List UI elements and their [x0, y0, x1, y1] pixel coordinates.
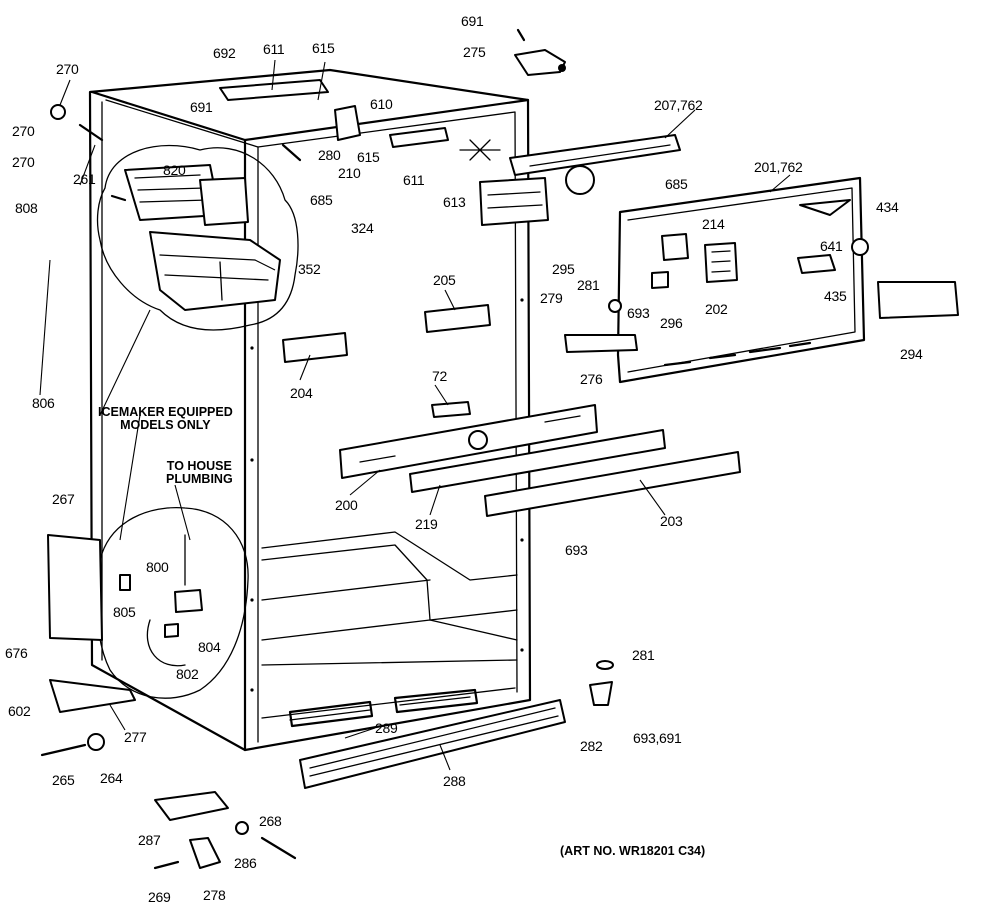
part-label-693-b: 693	[565, 542, 588, 558]
part-label-615-b: 615	[357, 149, 380, 165]
part-label-268: 268	[259, 813, 282, 829]
part-label-324: 324	[351, 220, 374, 236]
part-label-264: 264	[100, 770, 123, 786]
part-label-800: 800	[146, 559, 169, 575]
part-label-270: 270	[56, 61, 79, 77]
part-label-804: 804	[198, 639, 221, 655]
part-label-281: 281	[577, 277, 600, 293]
part-label-691-b: 691	[190, 99, 213, 115]
part-label-352: 352	[298, 261, 321, 277]
part-label-693-691: 693,691	[633, 730, 682, 746]
part-label-72: 72	[432, 368, 447, 384]
part-label-269: 269	[148, 889, 171, 905]
part-label-270-b: 270	[12, 123, 35, 139]
part-label-281-b: 281	[632, 647, 655, 663]
part-label-278: 278	[203, 887, 226, 903]
part-label-286: 286	[234, 855, 257, 871]
part-label-265: 265	[52, 772, 75, 788]
part-label-685-b: 685	[665, 176, 688, 192]
part-label-282: 282	[580, 738, 603, 754]
part-label-275: 275	[463, 44, 486, 60]
grille	[299, 699, 566, 789]
part-label-806: 806	[32, 395, 55, 411]
part-label-685: 685	[310, 192, 333, 208]
part-label-205: 205	[433, 272, 456, 288]
part-label-288: 288	[443, 773, 466, 789]
part-label-435: 435	[824, 288, 847, 304]
part-label-289: 289	[375, 720, 398, 736]
part-label-270-c: 270	[12, 154, 35, 170]
part-label-691: 691	[461, 13, 484, 29]
part-label-611-b: 611	[403, 172, 425, 188]
part-label-820: 820	[163, 162, 186, 178]
part-label-201-762: 201,762	[754, 159, 803, 175]
part-label-280: 280	[318, 147, 341, 163]
top-assemblies	[50, 28, 681, 226]
part-label-613: 613	[443, 194, 466, 210]
part-label-287: 287	[138, 832, 161, 848]
icemaker-note: ICEMAKER EQUIPPED MODELS ONLY	[98, 405, 233, 433]
part-label-207-762: 207,762	[654, 97, 703, 113]
part-label-200: 200	[335, 497, 358, 513]
part-label-434: 434	[876, 199, 899, 215]
part-label-611: 611	[263, 41, 285, 57]
part-label-210: 210	[338, 165, 361, 181]
part-label-276: 276	[580, 371, 603, 387]
part-label-802: 802	[176, 666, 199, 682]
part-label-277: 277	[124, 729, 147, 745]
part-label-261: 261	[73, 171, 96, 187]
part-label-692: 692	[213, 45, 236, 61]
part-label-295: 295	[552, 261, 575, 277]
part-label-805: 805	[113, 604, 136, 620]
part-label-204: 204	[290, 385, 313, 401]
part-label-202: 202	[705, 301, 728, 317]
rails	[282, 304, 741, 517]
part-label-279: 279	[540, 290, 563, 306]
part-label-214: 214	[702, 216, 725, 232]
leader-lines	[39, 59, 791, 771]
part-label-808: 808	[15, 200, 38, 216]
plumbing-callout	[96, 506, 249, 699]
part-label-294: 294	[900, 346, 923, 362]
part-label-219: 219	[415, 516, 438, 532]
part-label-676: 676	[5, 645, 28, 661]
part-label-615: 615	[312, 40, 335, 56]
plumbing-note: TO HOUSE PLUMBING	[166, 459, 233, 487]
part-label-267: 267	[52, 491, 75, 507]
part-label-203: 203	[660, 513, 683, 529]
part-label-693: 693	[627, 305, 650, 321]
bottom-parts	[40, 534, 614, 870]
icemaker-callout	[96, 144, 299, 331]
part-label-641: 641	[820, 238, 843, 254]
art-number: (ART NO. WR18201 C34)	[560, 844, 706, 858]
part-label-610: 610	[370, 96, 393, 112]
part-label-602: 602	[8, 703, 31, 719]
part-label-296: 296	[660, 315, 683, 331]
control-panel	[564, 176, 959, 384]
